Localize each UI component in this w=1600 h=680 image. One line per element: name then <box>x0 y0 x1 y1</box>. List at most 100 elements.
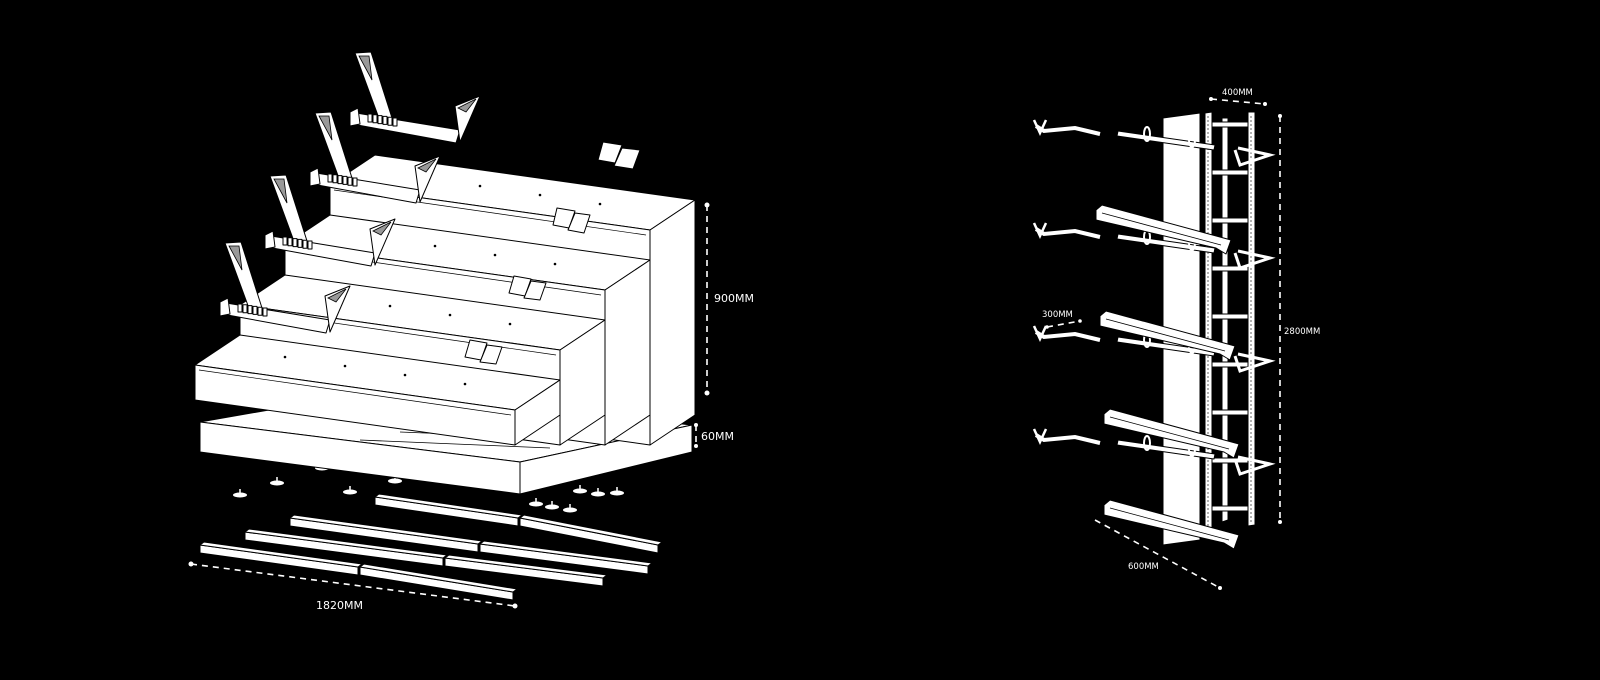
rail-top <box>479 540 653 567</box>
bolt <box>307 240 313 250</box>
hook-tip <box>1032 428 1048 445</box>
ladder-rung <box>1211 169 1249 176</box>
backrest-shade <box>318 115 333 141</box>
height-label: 900MM <box>714 292 754 305</box>
frame-width-label: 400MM <box>1222 88 1253 98</box>
screw-hole <box>598 202 602 206</box>
ladder-rail <box>1247 111 1256 527</box>
frame-hook <box>1233 352 1276 373</box>
ladder-rail <box>1204 111 1213 531</box>
length-label: 1820MM <box>316 599 363 612</box>
seat-bracket <box>264 174 396 267</box>
dimension-base-thickness: 60MM <box>694 423 734 448</box>
rail-top <box>519 514 663 546</box>
tray-edge <box>1105 318 1226 352</box>
front-support-shade <box>327 288 347 303</box>
seat-bracket <box>219 241 351 334</box>
screw-hole <box>433 244 437 248</box>
rail-top <box>244 528 448 559</box>
bolt <box>332 174 338 184</box>
backrest-shade <box>358 55 373 81</box>
rail-top <box>374 493 523 519</box>
step-side <box>604 259 651 446</box>
frame-hook <box>1233 455 1276 476</box>
bracket-clamp <box>1143 126 1151 142</box>
screw-hole <box>508 322 512 326</box>
mount-tab <box>309 167 321 187</box>
screw-hole <box>343 364 347 368</box>
bolt <box>387 116 393 126</box>
hook-tip <box>1032 325 1048 342</box>
rack-level <box>1032 119 1276 167</box>
screw-hole <box>283 355 287 359</box>
bolt <box>347 176 353 186</box>
hook-arm <box>1034 227 1101 239</box>
ladder-rung <box>1211 361 1249 368</box>
mount-tab <box>349 107 361 127</box>
front-support-shade <box>372 221 392 236</box>
wall-rack-assembly: 400MM 300MM 2800MM 600MM <box>1032 88 1320 590</box>
ladder-rung <box>1211 505 1249 512</box>
step-edge-line <box>198 369 512 416</box>
bolt <box>287 237 293 247</box>
hook-arm <box>1034 433 1101 445</box>
step-side <box>649 199 696 446</box>
bolt <box>262 307 268 317</box>
bolt <box>327 173 333 183</box>
bolt <box>247 305 253 315</box>
hook-arm <box>1034 330 1101 342</box>
bolt <box>372 114 378 124</box>
rack-arms <box>1032 119 1276 550</box>
dimension-bar-length: 600MM <box>1094 519 1222 590</box>
mount-tab <box>219 297 231 317</box>
front-support-shade <box>457 98 477 113</box>
ladder-rung <box>1211 265 1249 272</box>
screw-hole <box>463 382 467 386</box>
rail-top <box>199 541 363 568</box>
arm-length-label: 300MM <box>1042 310 1073 320</box>
dimension-length: 1820MM <box>188 561 518 612</box>
bolt <box>337 175 343 185</box>
front-support-shade <box>417 158 437 173</box>
mount-tab <box>264 230 276 250</box>
bolt <box>392 117 398 127</box>
bar-length-label: 600MM <box>1128 562 1159 572</box>
rail-top <box>359 563 518 593</box>
hook-arm <box>1034 124 1101 136</box>
frame-hook <box>1233 249 1276 270</box>
bolt <box>257 306 263 316</box>
tray-edge <box>1101 212 1222 246</box>
bolt <box>252 305 258 315</box>
bolt <box>377 115 383 125</box>
seat-brackets <box>219 51 481 334</box>
seat-bracket <box>309 111 441 204</box>
bleacher-assembly: 900MM 60MM 1820MM <box>188 51 754 612</box>
screw-hole <box>493 253 497 257</box>
step-side <box>514 379 561 446</box>
frame-hook <box>1233 146 1276 167</box>
loose-plates <box>464 141 641 365</box>
tray-edge <box>1109 416 1230 450</box>
base-thickness-label: 60MM <box>701 430 734 443</box>
bolt <box>292 238 298 248</box>
bolt <box>282 236 288 246</box>
rail-top <box>289 514 483 545</box>
backrest-shade <box>273 178 288 204</box>
screw-hole <box>388 304 392 308</box>
rack-level <box>1032 222 1276 270</box>
step <box>194 334 561 446</box>
dimension-height: 900MM <box>704 202 754 396</box>
screw-hole <box>403 373 407 377</box>
base-rails <box>199 493 663 601</box>
bracket-clamp <box>1188 132 1196 148</box>
ladder-rung <box>1211 217 1249 224</box>
bolt <box>242 304 248 314</box>
bolt <box>342 175 348 185</box>
ladder-rung <box>1211 121 1249 128</box>
bolt <box>352 177 358 187</box>
rack-height-label: 2800MM <box>1284 327 1320 337</box>
screw-hole <box>478 184 482 188</box>
bracket-clamp <box>1143 435 1151 451</box>
bolt <box>237 303 243 313</box>
